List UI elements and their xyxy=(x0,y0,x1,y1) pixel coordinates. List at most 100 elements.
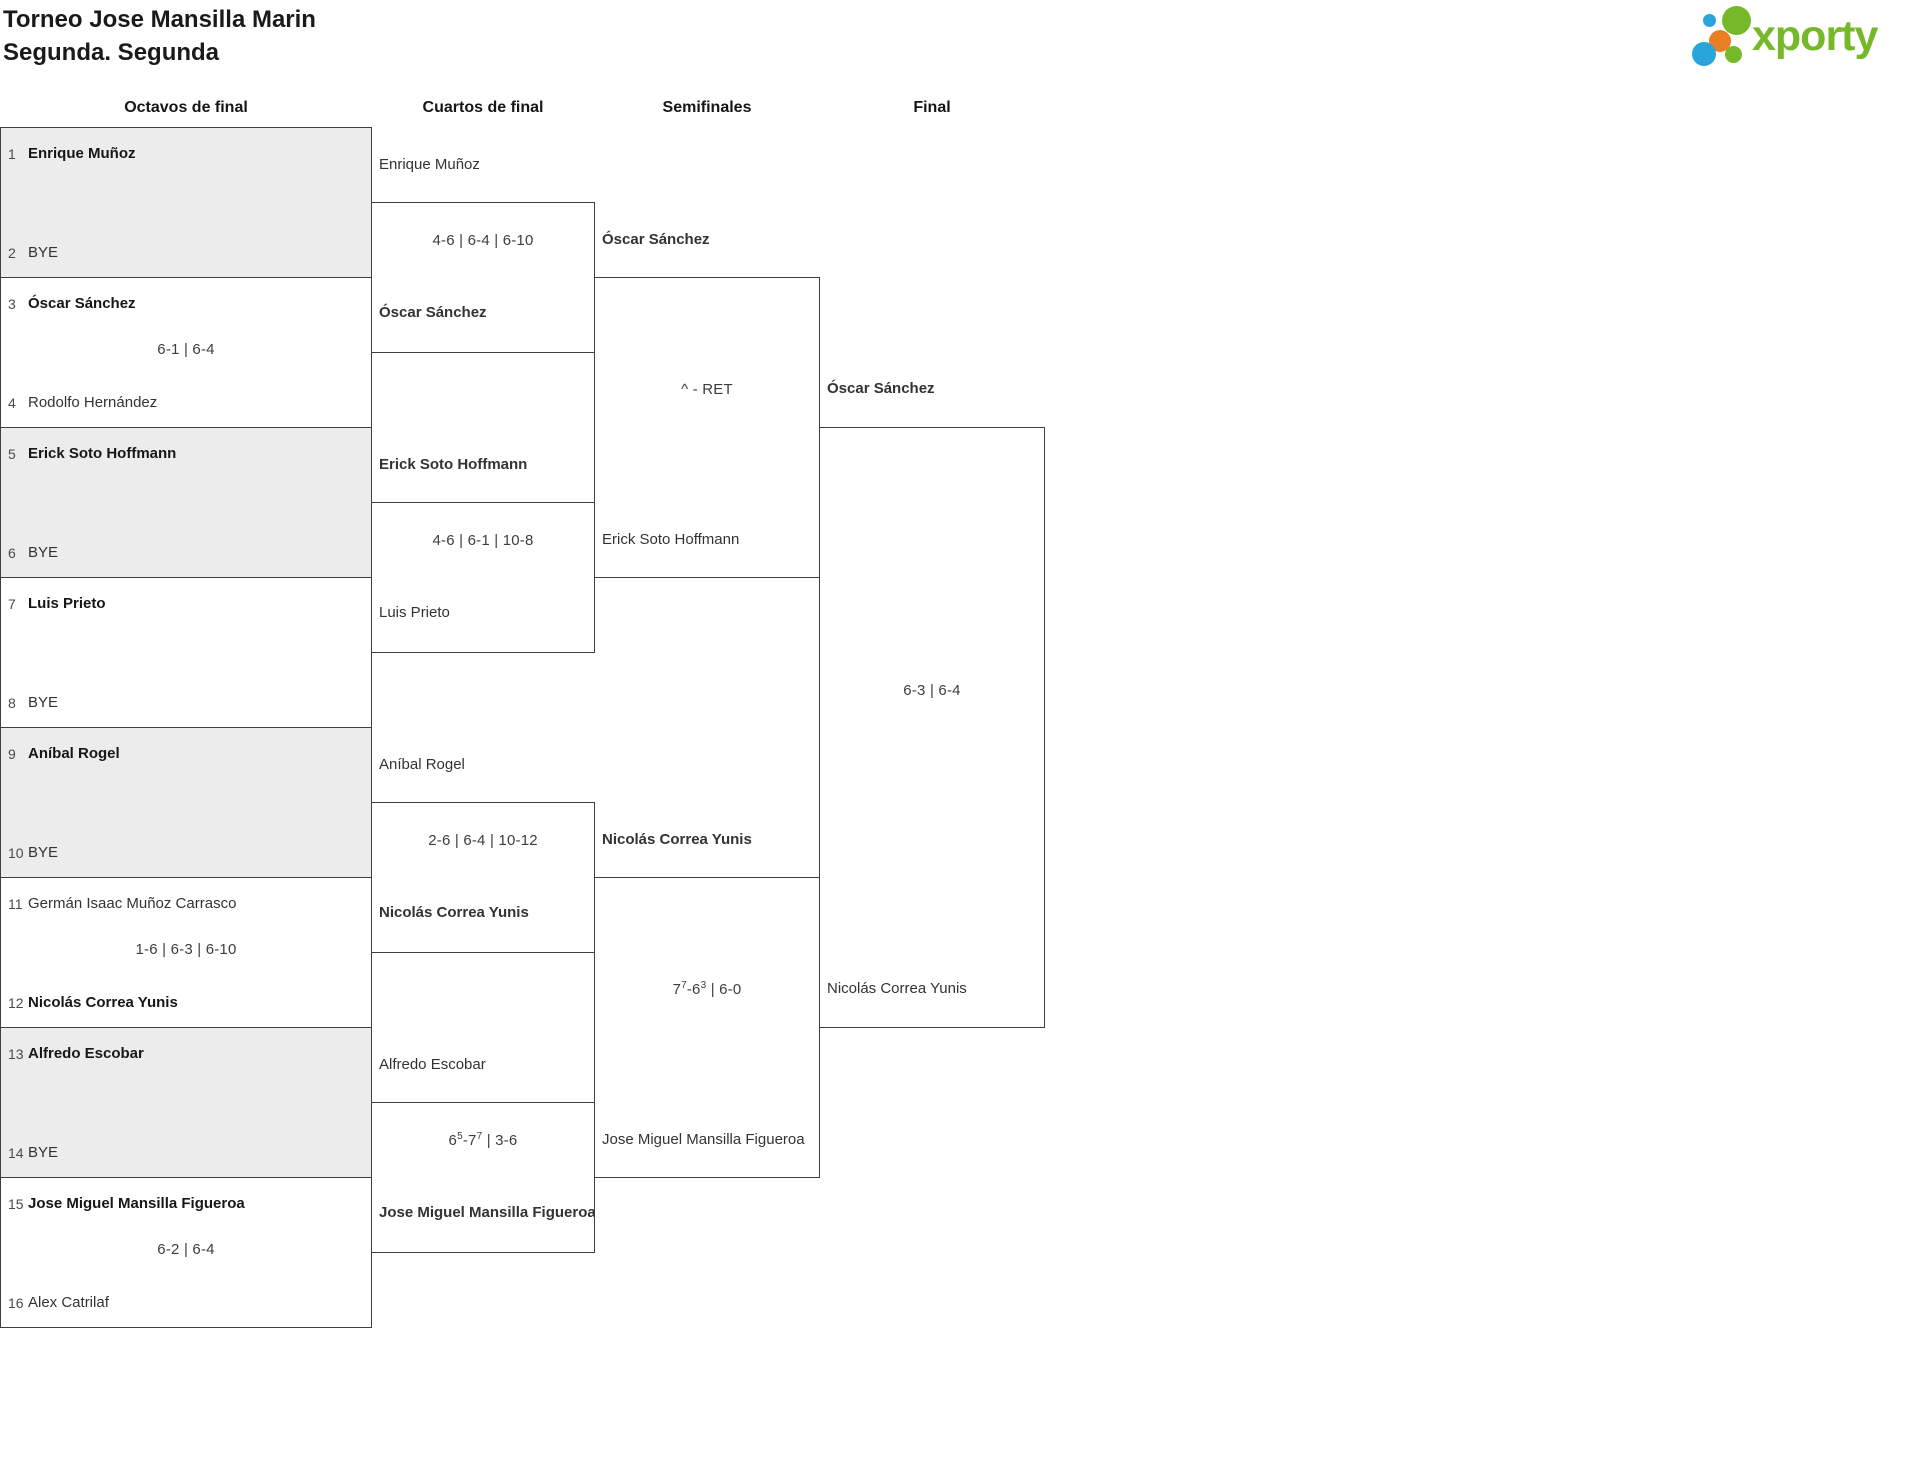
tournament-title: Torneo Jose Mansilla Marin Segunda. Segu… xyxy=(3,3,316,69)
xporty-logo[interactable]: xporty xyxy=(1690,4,1912,70)
match-score xyxy=(1,639,371,661)
round-header-final: Final xyxy=(913,99,951,116)
player-name: BYE xyxy=(28,844,59,861)
player-name: Alfredo Escobar xyxy=(28,1045,144,1062)
player-row-top: 9 Aníbal Rogel xyxy=(8,743,367,765)
player-row-top: 7 Luis Prieto xyxy=(8,593,367,615)
seed-number: 16 xyxy=(8,1295,24,1311)
player-row-top: 13 Alfredo Escobar xyxy=(8,1043,367,1065)
player-name: Rodolfo Hernández xyxy=(28,394,158,411)
seed-number: 8 xyxy=(8,695,16,711)
player-name-top: Óscar Sánchez xyxy=(602,231,710,248)
round-header-octavos: Octavos de final xyxy=(124,99,248,116)
player-name: BYE xyxy=(28,694,59,711)
r16-match-box: 5 Erick Soto Hoffmann 6 BYE xyxy=(0,427,372,578)
player-row-bottom: 10 BYE xyxy=(8,842,367,864)
player-name-top: Enrique Muñoz xyxy=(379,156,480,173)
player-name-bottom: Óscar Sánchez xyxy=(379,304,487,321)
tournament-title-line2: Segunda. Segunda xyxy=(3,39,220,66)
logo-dot-green-small xyxy=(1725,46,1742,63)
r16-match-box: 7 Luis Prieto 8 BYE xyxy=(0,577,372,728)
seed-number: 3 xyxy=(8,296,16,312)
seed-number: 4 xyxy=(8,395,16,411)
player-row-bottom: 6 BYE xyxy=(8,542,367,564)
match-score: 6-3 | 6-4 xyxy=(903,682,961,699)
player-name-bottom: Jose Miguel Mansilla Figueroa xyxy=(602,1131,805,1148)
player-name-top: Óscar Sánchez xyxy=(827,380,935,397)
seed-number: 12 xyxy=(8,995,24,1011)
seed-number: 5 xyxy=(8,446,16,462)
player-name: Aníbal Rogel xyxy=(28,745,120,762)
seed-number: 11 xyxy=(8,896,23,912)
player-name-bottom: Nicolás Correa Yunis xyxy=(379,904,529,921)
player-name-bottom: Erick Soto Hoffmann xyxy=(602,531,740,548)
player-row-bottom: 4 Rodolfo Hernández xyxy=(8,392,367,414)
match-score: 6-1 | 6-4 xyxy=(157,341,215,358)
r16-match-box: 11 Germán Isaac Muñoz Carrasco 1-6 | 6-3… xyxy=(0,877,372,1028)
round-header-cuartos: Cuartos de final xyxy=(422,99,544,116)
match-score: 4-6 | 6-1 | 10-8 xyxy=(432,532,534,549)
player-name: Jose Miguel Mansilla Figueroa xyxy=(28,1195,245,1212)
round-header-semifinales: Semifinales xyxy=(662,99,752,116)
match-connector-box xyxy=(371,502,595,653)
logo-dot-blue-small xyxy=(1703,14,1716,27)
player-name-top: Nicolás Correa Yunis xyxy=(602,831,752,848)
player-name-top: Erick Soto Hoffmann xyxy=(379,456,528,473)
match-score: 1-6 | 6-3 | 6-10 xyxy=(135,941,237,958)
match-score: 4-6 | 6-4 | 6-10 xyxy=(432,232,534,249)
tournament-title-line1: Torneo Jose Mansilla Marin xyxy=(3,6,316,33)
match-score xyxy=(1,489,371,511)
player-name-bottom: Luis Prieto xyxy=(379,604,450,621)
player-name: BYE xyxy=(28,244,59,261)
seed-number: 15 xyxy=(8,1196,24,1212)
match-connector-box xyxy=(819,427,1045,1028)
player-name-top: Aníbal Rogel xyxy=(379,756,465,773)
player-name: BYE xyxy=(28,544,59,561)
player-name-bottom: Nicolás Correa Yunis xyxy=(827,980,967,997)
match-connector-box xyxy=(371,802,595,953)
logo-dot-blue-large xyxy=(1692,42,1716,66)
player-name: BYE xyxy=(28,1144,59,1161)
player-row-bottom: 2 BYE xyxy=(8,242,367,264)
r16-match-box: 1 Enrique Muñoz 2 BYE xyxy=(0,127,372,278)
player-name: Luis Prieto xyxy=(28,595,106,612)
player-name: Nicolás Correa Yunis xyxy=(28,994,178,1011)
seed-number: 6 xyxy=(8,545,16,561)
match-connector-box xyxy=(371,202,595,353)
player-name: Óscar Sánchez xyxy=(28,295,136,312)
match-score xyxy=(1,189,371,211)
r16-match-box: 9 Aníbal Rogel 10 BYE xyxy=(0,727,372,878)
match-connector-box xyxy=(371,1102,595,1253)
player-row-top: 5 Erick Soto Hoffmann xyxy=(8,443,367,465)
match-score: ^ - RET xyxy=(681,381,733,398)
player-row-top: 11 Germán Isaac Muñoz Carrasco xyxy=(8,893,367,915)
match-score: 6-2 | 6-4 xyxy=(157,1241,215,1258)
player-row-bottom: 8 BYE xyxy=(8,692,367,714)
logo-dot-orange xyxy=(1709,30,1731,52)
seed-number: 9 xyxy=(8,746,16,762)
player-row-top: 1 Enrique Muñoz xyxy=(8,143,367,165)
seed-number: 10 xyxy=(8,845,24,861)
player-row-top: 15 Jose Miguel Mansilla Figueroa xyxy=(8,1193,367,1215)
player-name: Erick Soto Hoffmann xyxy=(28,445,177,462)
match-score: 77-63 | 6-0 xyxy=(672,980,742,999)
player-name-bottom: Jose Miguel Mansilla Figueroa xyxy=(379,1204,594,1221)
match-score: 2-6 | 6-4 | 10-12 xyxy=(428,832,538,849)
seed-number: 2 xyxy=(8,245,16,261)
player-name-top: Alfredo Escobar xyxy=(379,1056,486,1073)
r16-match-box: 3 Óscar Sánchez 6-1 | 6-4 4 Rodolfo Hern… xyxy=(0,277,372,428)
logo-dot-green-large xyxy=(1722,6,1751,35)
seed-number: 1 xyxy=(8,146,16,162)
player-row-bottom: 12 Nicolás Correa Yunis xyxy=(8,992,367,1014)
match-score: 65-77 | 3-6 xyxy=(448,1131,518,1150)
logo-wordmark: xporty xyxy=(1752,12,1878,60)
player-row-top: 3 Óscar Sánchez xyxy=(8,293,367,315)
r16-match-box: 13 Alfredo Escobar 14 BYE xyxy=(0,1027,372,1178)
seed-number: 13 xyxy=(8,1046,24,1062)
player-row-bottom: 14 BYE xyxy=(8,1142,367,1164)
match-score xyxy=(1,789,371,811)
seed-number: 14 xyxy=(8,1145,24,1161)
player-name: Enrique Muñoz xyxy=(28,145,136,162)
